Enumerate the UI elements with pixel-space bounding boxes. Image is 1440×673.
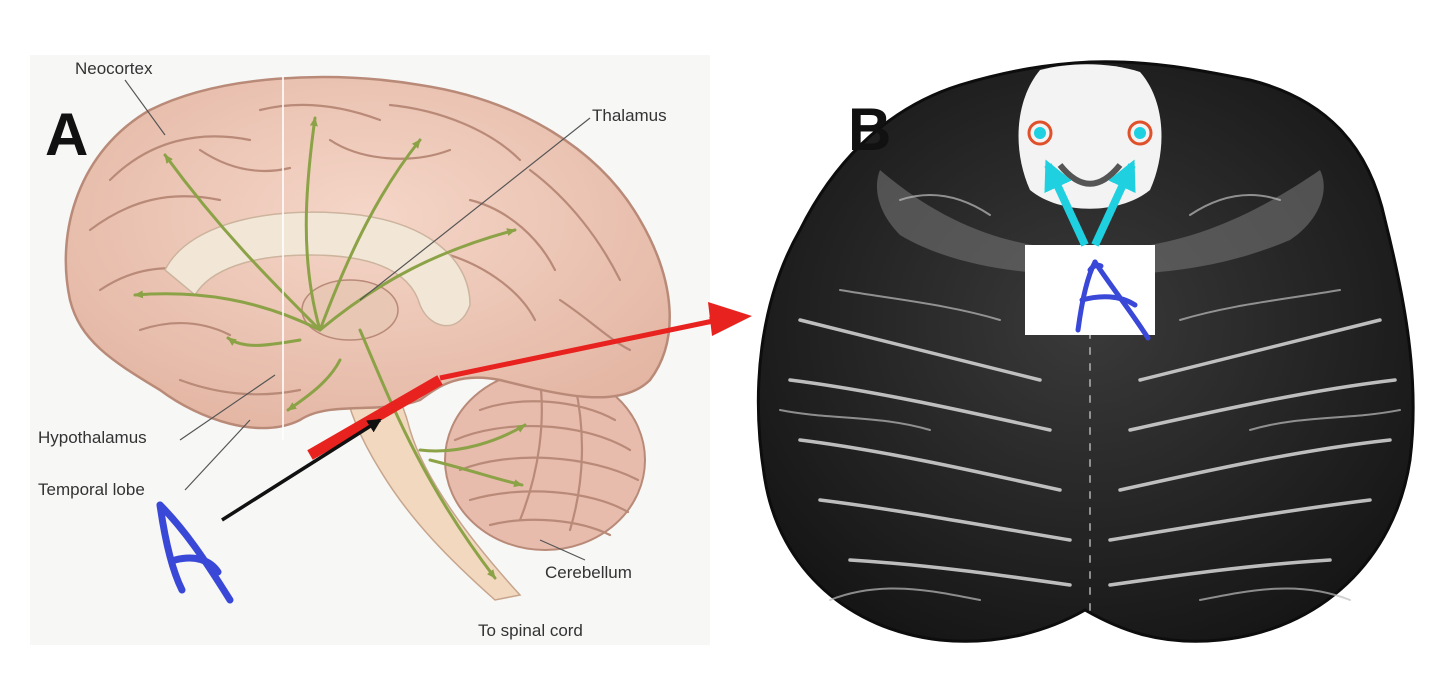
- label-leader-lines: [124, 79, 591, 561]
- label-thalamus: Thalamus: [592, 106, 667, 125]
- handwritten-a-left: [156, 501, 234, 604]
- tegmentum-band: [876, 170, 1324, 275]
- label-neocortex: Neocortex: [75, 59, 153, 78]
- label-hypothalamus: Hypothalamus: [38, 428, 147, 447]
- label-cerebellum: Cerebellum: [545, 563, 632, 582]
- handwritten-a-right: [1075, 259, 1151, 341]
- label-temporal-lobe: Temporal lobe: [38, 480, 145, 499]
- pontine-fibers: [779, 194, 1401, 621]
- section-arrowhead: [708, 302, 752, 336]
- projection-tracts: [133, 116, 527, 580]
- panel-b-letter: B: [848, 96, 891, 163]
- section-line-arrow: [439, 316, 720, 381]
- cyan-arrow-right: [1091, 159, 1136, 247]
- cyan-arrow-left: [1044, 159, 1089, 247]
- pointer-arrow: [221, 418, 382, 522]
- panel-a-letter: A: [45, 101, 88, 168]
- cerebellum: [444, 369, 646, 551]
- corpus-callosum: [164, 211, 471, 327]
- panel-b: B: [756, 60, 1415, 643]
- section-line-thick: [307, 375, 443, 460]
- panel-a: A Neocortex Thalamus Hypothalamus Tempor…: [30, 55, 752, 645]
- nucleus-marker-left: [1027, 120, 1053, 146]
- label-spinal-cord: To spinal cord: [478, 621, 583, 640]
- nucleus-marker-right: [1127, 120, 1153, 146]
